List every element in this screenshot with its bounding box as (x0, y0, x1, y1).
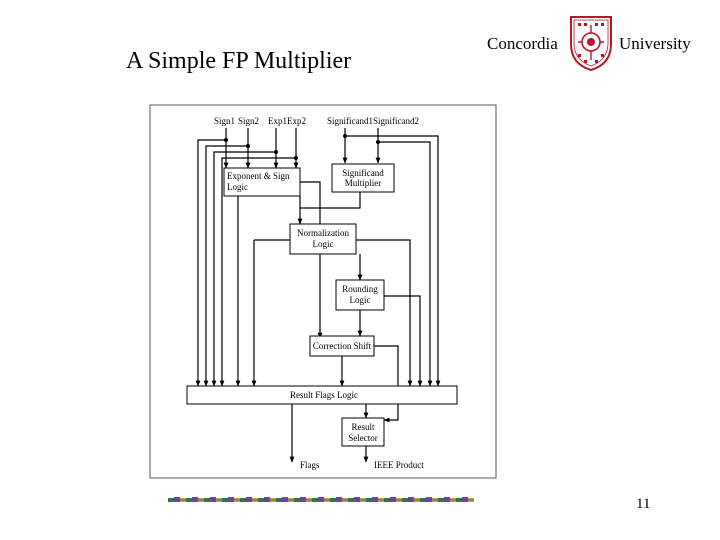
normalization-logic-block (289, 223, 357, 255)
input-exp2: Exp2 (287, 116, 306, 126)
exponent-sign-logic-block (223, 167, 301, 197)
university-name-left: Concordia (487, 34, 558, 53)
diagram-frame (149, 104, 497, 479)
normalization-label-1: Normalization (297, 228, 349, 238)
signal-wires (195, 128, 441, 463)
footer-decorative-band (168, 496, 474, 504)
slide-title: A Simple FP Multiplier (126, 48, 352, 74)
result-selector-block (341, 417, 385, 447)
university-crest-icon (570, 16, 612, 72)
junction-dots (224, 134, 380, 160)
normalization-label-2: Logic (313, 239, 334, 249)
significand-multiplier-label-1: Significand (342, 168, 384, 178)
significand-multiplier-block (331, 163, 395, 193)
input-sign1: Sign1 (214, 116, 235, 126)
result-selector-label-2: Selector (348, 433, 378, 443)
page-number: 11 (636, 496, 651, 512)
rounding-label-1: Rounding (342, 284, 378, 294)
significand-multiplier-label-2: Multiplier (345, 178, 382, 188)
input-sign2: Sign2 (238, 116, 259, 126)
exponent-sign-label-1: Exponent & Sign (227, 171, 290, 181)
result-flags-label: Result Flags Logic (290, 390, 358, 400)
correction-shift-label: Correction Shift (313, 341, 372, 351)
input-significand2: Significand2 (373, 116, 419, 126)
result-flags-logic-block (186, 385, 458, 405)
exponent-sign-label-2: Logic (227, 182, 248, 192)
rounding-logic-block (335, 279, 385, 311)
output-ieee-product: IEEE Product (374, 460, 424, 470)
university-name-right: University (619, 34, 691, 53)
input-exp1: Exp1 (268, 116, 287, 126)
input-significand1: Significand1 (327, 116, 373, 126)
output-flags: Flags (300, 460, 320, 470)
correction-shift-block (309, 335, 375, 357)
result-selector-label-1: Result (351, 422, 375, 432)
rounding-label-2: Logic (350, 295, 371, 305)
